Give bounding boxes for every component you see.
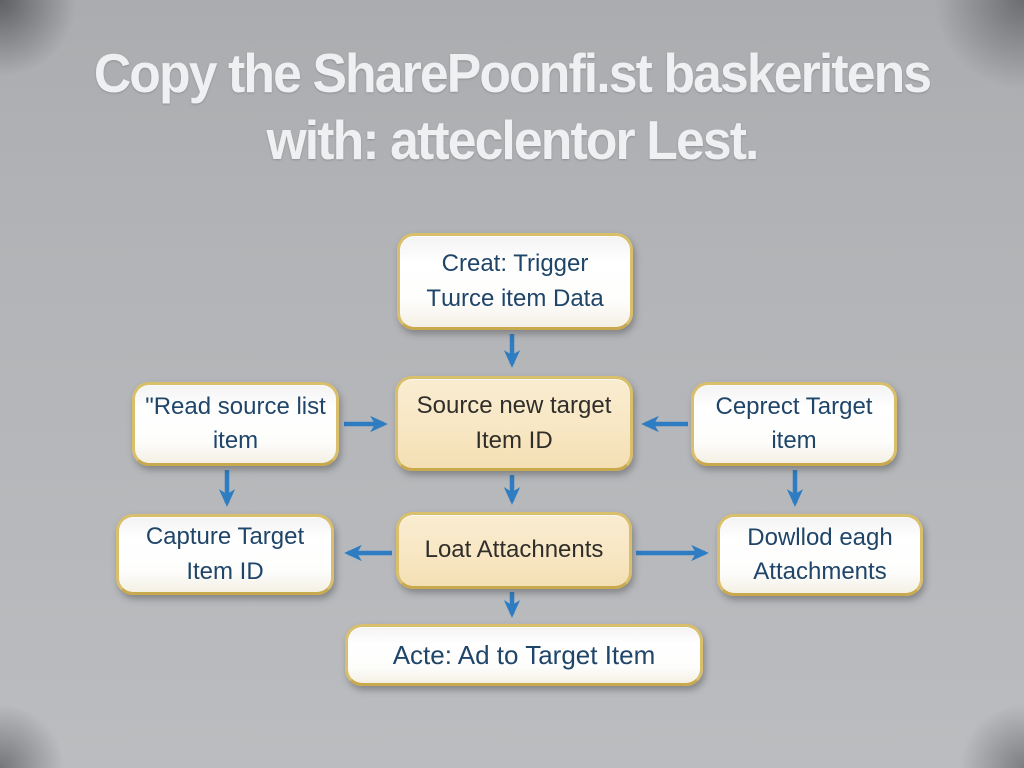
node-label: Acte: Ad to Target Item xyxy=(392,639,656,670)
node-dowllod-each-attachments: Dowllod eagh Attachments xyxy=(717,514,923,596)
node-label: Creat: Trigger Tɯrce item Data xyxy=(426,250,604,312)
diagram-title-line2: with: atteclentor Lest. xyxy=(266,109,759,172)
node-source-new-target-item-id: Source new target Item ID xyxy=(395,376,633,471)
node-add-to-target-item: Acte: Ad to Target Item xyxy=(345,624,703,686)
node-label: "Read source list item xyxy=(145,392,326,454)
node-trigger-source-item-data: Creat: Trigger Tɯrce item Data xyxy=(397,233,633,330)
node-loat-attachments: Loat Attachnents xyxy=(396,512,632,589)
node-label: Capture Target Item ID xyxy=(145,523,305,585)
node-read-source-list-item: "Read source list item xyxy=(132,382,339,466)
node-label: Source new target Item ID xyxy=(416,392,612,454)
node-capture-target-item-id: Capture Target Item ID xyxy=(116,514,334,595)
node-ceprect-target-item: Ceprect Target item xyxy=(691,382,897,466)
node-label: Ceprect Target item xyxy=(715,392,873,454)
node-label: Dowllod eagh Attachments xyxy=(747,523,893,585)
diagram-title-line1: Copy the SharePoonfi.st baskeritens xyxy=(93,42,932,104)
diagram-title: Copy the SharePoonfi.st baskeritens with… xyxy=(31,40,994,174)
node-label: Loat Attachnents xyxy=(424,536,604,564)
